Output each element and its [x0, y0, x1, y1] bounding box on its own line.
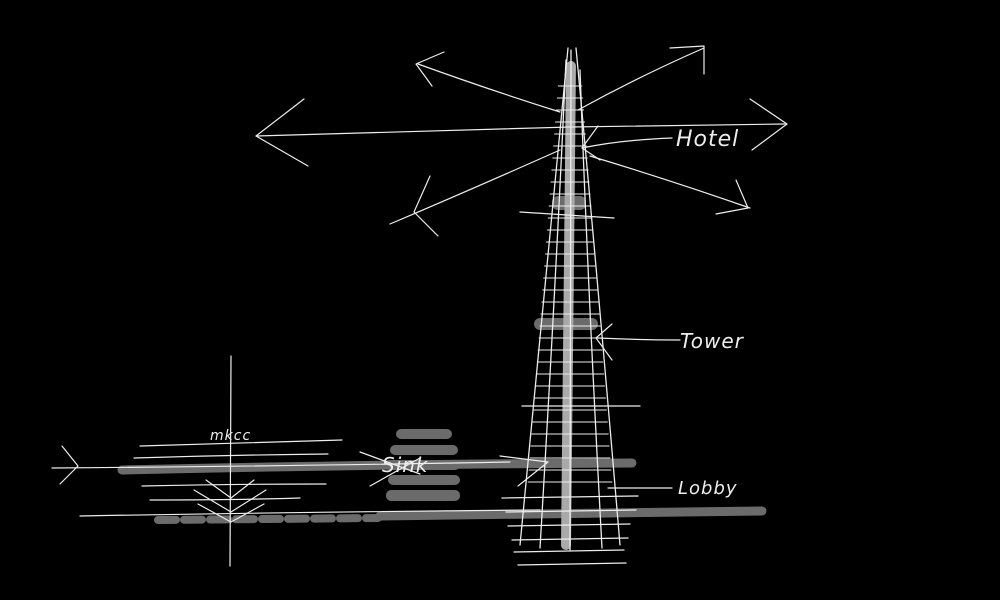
- section-line: [141, 483, 327, 487]
- upper-left-arrow-shaft: [417, 63, 561, 113]
- right-arrow-head: [749, 98, 788, 151]
- center-arrow: [499, 455, 549, 487]
- left-arrow-head: [255, 98, 309, 167]
- leader-lines: [581, 125, 681, 489]
- vertical-axis-line: [229, 355, 232, 567]
- tower-floor-lines: [527, 85, 613, 483]
- hotel-label: Hotel: [676, 127, 739, 152]
- tree-branch: [197, 503, 265, 523]
- hotel-leader: [581, 125, 673, 161]
- upper-left-arrow-head: [415, 51, 445, 87]
- podium-blocks: [384, 429, 460, 501]
- upper-right-arrow-shaft: [577, 47, 705, 111]
- base-plate: [501, 495, 639, 499]
- base-plate: [517, 562, 627, 566]
- left-entry-arrow-shaft: [51, 461, 511, 469]
- podium-block: [396, 429, 452, 439]
- base-plate: [507, 523, 631, 527]
- tower-base-plates: [501, 211, 641, 566]
- lower-left-arrow-head: [413, 175, 439, 237]
- center-label: Sink: [382, 453, 429, 477]
- section-line: [139, 439, 343, 447]
- tree-branch: [193, 489, 267, 513]
- lower-right-arrow-head: [715, 179, 749, 215]
- podium-block: [388, 475, 460, 485]
- sub-plate: [519, 211, 615, 219]
- base-plate: [511, 537, 629, 541]
- base-plate: [505, 509, 637, 513]
- tree-branch: [205, 479, 255, 499]
- upper-right-arrow-head: [669, 45, 705, 75]
- lower-right-arrow-shaft: [589, 155, 751, 209]
- center-diagonal: [359, 451, 421, 487]
- tower-spine-line: [569, 49, 572, 551]
- section-line: [149, 497, 301, 501]
- left-section-sketch: [51, 355, 549, 567]
- left-entry-arrow-head: [59, 445, 79, 485]
- handwritten-labels: Hotel Tower Lobby mkcc Sink: [210, 127, 745, 499]
- tower-leader: [595, 323, 681, 361]
- lower-ground-band: [375, 506, 767, 521]
- upper-left-label: mkcc: [210, 428, 251, 444]
- dashed-ground-band: [154, 514, 382, 524]
- radiating-arrows: [255, 45, 788, 237]
- tower-label: Tower: [680, 329, 745, 353]
- left-arrow-shaft: [255, 123, 786, 137]
- ground-line: [79, 509, 541, 517]
- podium-block: [390, 445, 458, 455]
- section-line: [133, 453, 329, 459]
- lobby-label: Lobby: [678, 478, 738, 499]
- base-plate: [513, 549, 625, 553]
- lower-left-arrow-shaft: [389, 149, 561, 225]
- podium-block: [386, 490, 460, 501]
- tower-inner-right-edge: [579, 69, 603, 549]
